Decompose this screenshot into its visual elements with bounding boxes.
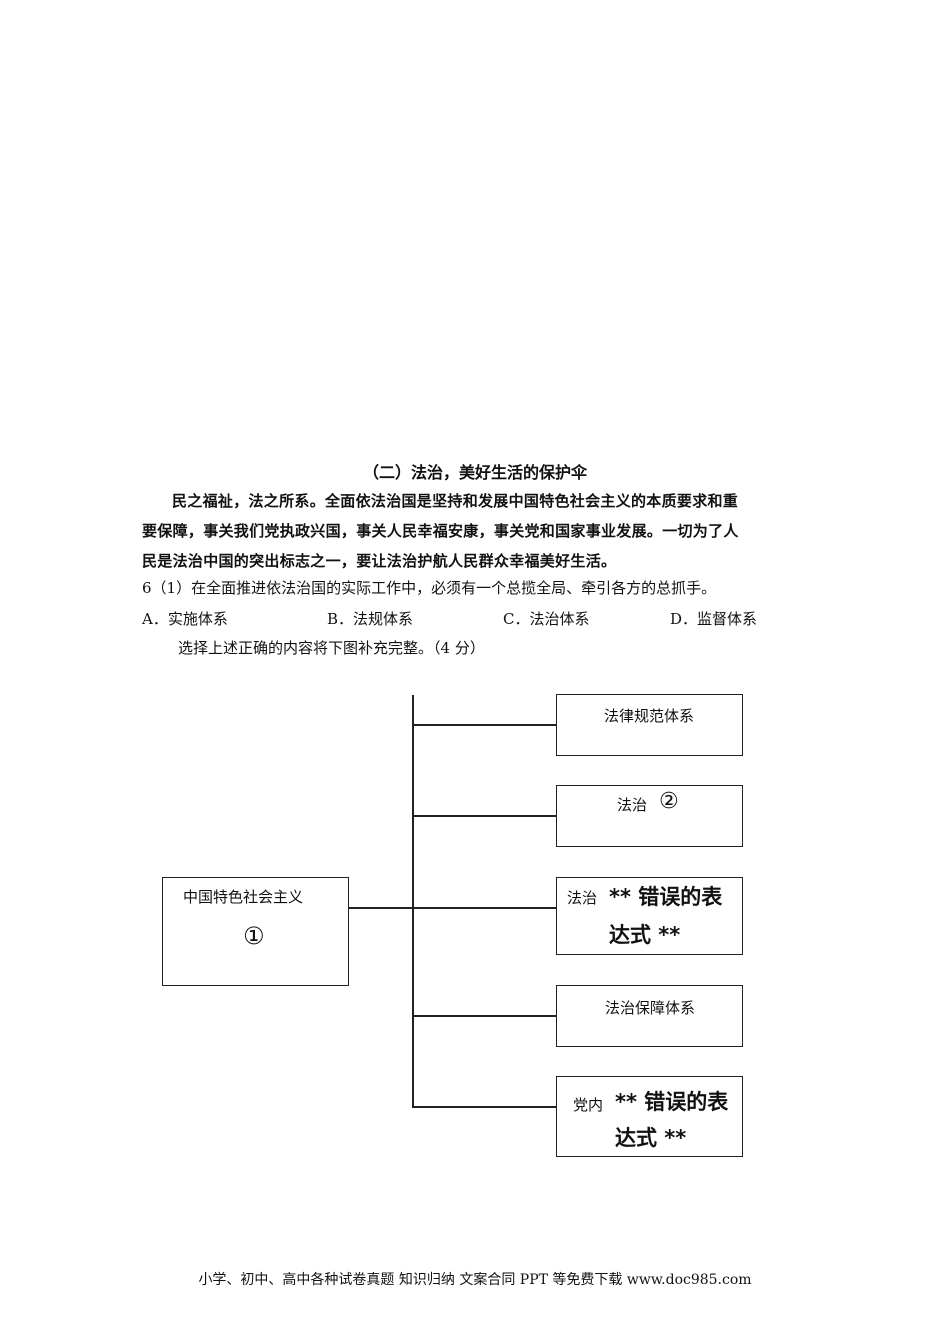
page-footer: 小学、初中、高中各种试卷真题 知识归纳 文案合同 PPT 等免费下载 www.d… [198, 1272, 752, 1288]
root-marker: ① [243, 922, 265, 950]
option-b: B．法规体系 [327, 610, 414, 628]
branch-line-3 [412, 907, 557, 909]
branch3-error-line1: ** 错误的表 [609, 885, 723, 909]
branch5-prefix: 党内 [573, 1096, 604, 1114]
root-box: 中国特色社会主义 ① [162, 877, 349, 986]
question-text: 6（1）在全面推进依法治国的实际工作中，必须有一个总揽全局、牵引各方的总抓手。 [142, 579, 717, 597]
branch2-prefix: 法治 [617, 796, 648, 814]
branch3-error-line2: 达式 ** [609, 923, 681, 947]
section-title: （二）法治，美好生活的保护伞 [362, 463, 587, 482]
branch5-error-line2: 达式 ** [615, 1126, 687, 1150]
branch2-marker: ② [659, 789, 679, 814]
intro-line-1: 民之福祉，法之所系。全面依法治国是坚持和发展中国特色社会主义的本质要求和重 [172, 492, 739, 510]
branch4-label: 法治保障体系 [605, 999, 696, 1017]
intro-line-3: 民是法治中国的突出标志之一，要让法治护航人民群众幸福美好生活。 [142, 552, 617, 570]
branch1-label: 法律规范体系 [604, 707, 695, 725]
instruction-text: 选择上述正确的内容将下图补充完整。（4 分） [178, 639, 485, 657]
trunk-line [412, 695, 414, 1108]
branch-line-2 [412, 815, 557, 817]
branch-box-4: 法治保障体系 [556, 985, 743, 1047]
root-label: 中国特色社会主义 [183, 888, 304, 906]
intro-line-2: 要保障，事关我们党执政兴国，事关人民幸福安康，事关党和国家事业发展。一切为了人 [142, 522, 739, 540]
branch-box-3: 法治 ** 错误的表 达式 ** [556, 877, 743, 955]
option-d: D．监督体系 [670, 610, 758, 628]
intro-paragraph: 民之福祉，法之所系。全面依法治国是坚持和发展中国特色社会主义的本质要求和重 要保… [142, 486, 810, 576]
branch5-error-line1: ** 错误的表 [615, 1090, 729, 1114]
option-a: A．实施体系 [142, 610, 228, 628]
branch-box-5: 党内 ** 错误的表 达式 ** [556, 1076, 743, 1157]
root-connector [348, 907, 414, 909]
branch-box-2: 法治 ② [556, 785, 743, 847]
branch3-prefix: 法治 [567, 889, 598, 907]
branch-line-4 [412, 1015, 557, 1017]
branch-line-1 [412, 724, 557, 726]
branch-box-1: 法律规范体系 [556, 694, 743, 756]
option-c: C．法治体系 [503, 610, 590, 628]
branch-line-5 [412, 1106, 557, 1108]
